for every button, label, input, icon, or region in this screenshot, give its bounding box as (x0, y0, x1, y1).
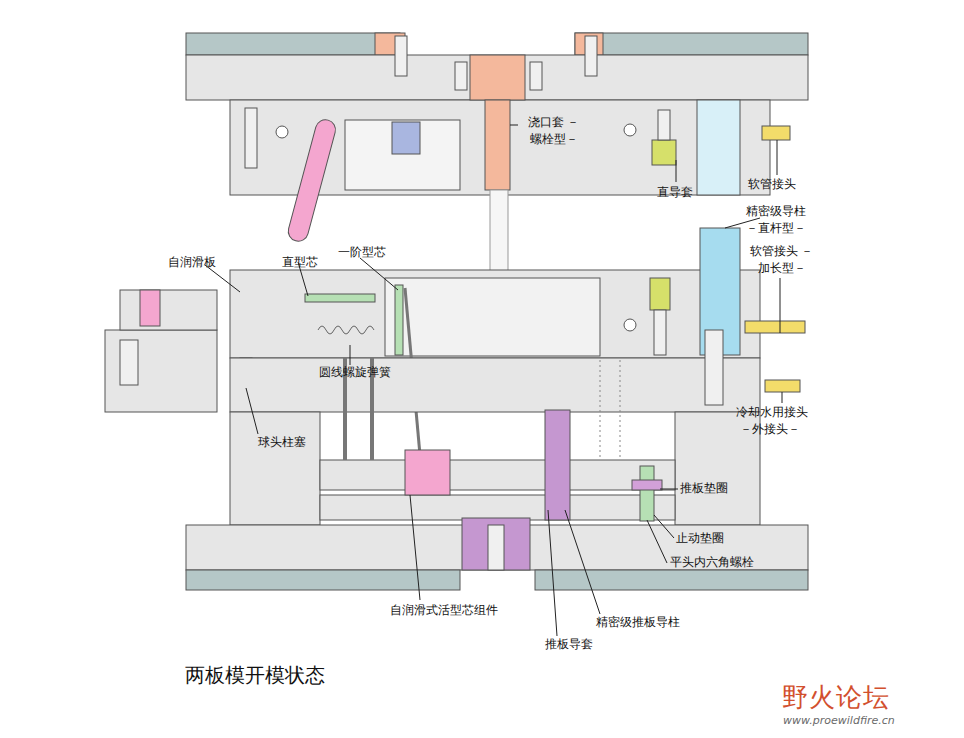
caption: 两板模开模状态 (185, 662, 325, 689)
part-label: 圆线螺旋弹簧 (319, 364, 391, 381)
part-label: 直导套 (657, 184, 693, 201)
watermark: 野火论坛 (782, 680, 890, 715)
part-label: 精密级推板导柱 (596, 614, 680, 631)
part-label: 冷却水用接头 －外接头－ (736, 404, 803, 439)
part-label: 直型芯 (282, 254, 318, 271)
part-label: 球头柱塞 (258, 434, 306, 451)
part-label: 推板垫圈 (680, 480, 728, 497)
part-label: 止动垫圈 (676, 530, 724, 547)
part-label: 软管接头 －加长型－ (748, 243, 815, 278)
part-label: 推板导套 (545, 636, 593, 653)
part-label: 浇口套 －螺栓型－ (520, 114, 587, 149)
part-label: 平头内六角螺栓 (670, 554, 754, 571)
part-label: 精密级导柱 －直杆型－ (742, 203, 809, 238)
part-label: 自润滑式活型芯组件 (390, 602, 498, 619)
part-label: 自润滑板 (168, 254, 216, 271)
part-label: 软管接头 (748, 176, 796, 193)
part-label: 一阶型芯 (338, 244, 386, 261)
watermark-url: www.proewildfire.cn (783, 714, 895, 727)
